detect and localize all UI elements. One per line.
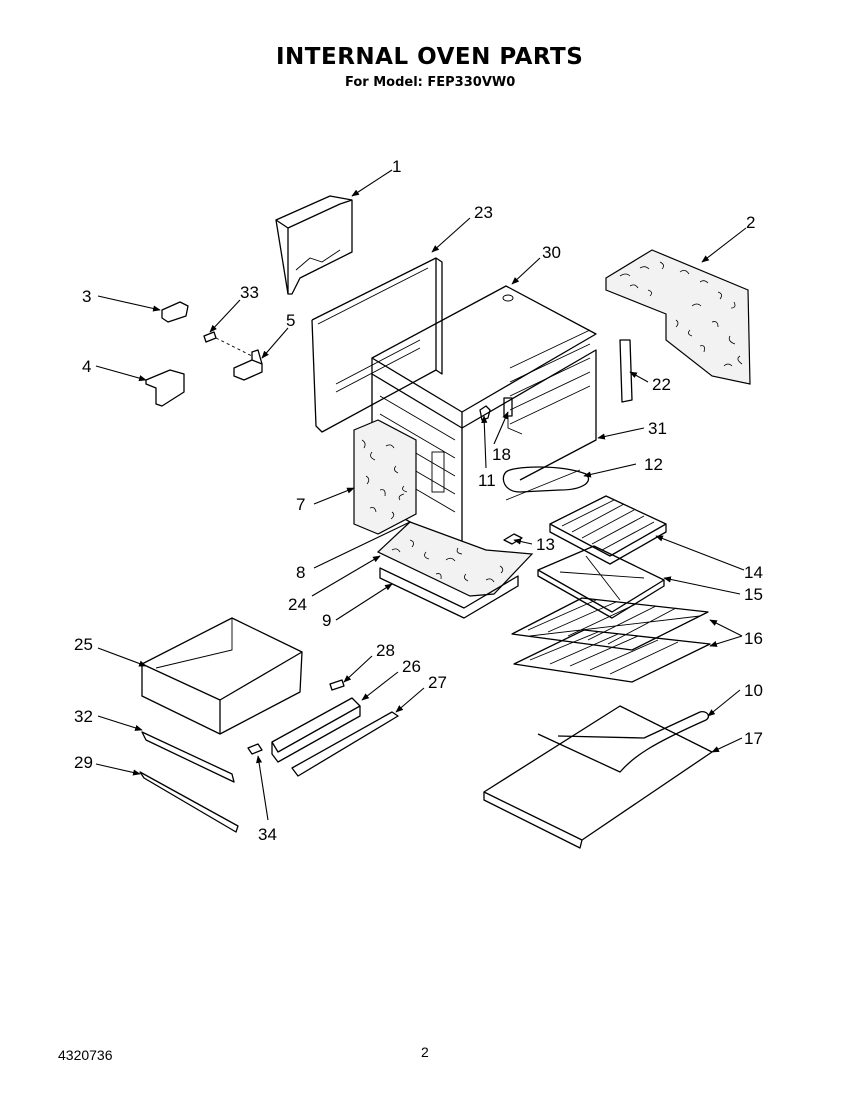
callout-28: 28: [376, 641, 395, 660]
callout-14: 14: [744, 563, 763, 582]
part-9-bottom-panel: [379, 567, 519, 619]
part-32-rail: [141, 731, 235, 783]
callout-12: 12: [644, 455, 663, 474]
callout-27: 27: [428, 673, 447, 692]
part-10-broil-element: [537, 710, 710, 773]
part-25-drawer: [141, 617, 303, 735]
part-27-rail: [291, 711, 399, 777]
callout-labels: 1 23 30 2 3 33 5 4 22 31 18 11 12 7 8 13…: [74, 157, 763, 844]
part-15-broil-pan: [537, 545, 665, 619]
part-23-side-panel: [311, 257, 443, 433]
callout-13: 13: [536, 535, 555, 554]
callout-10: 10: [744, 681, 763, 700]
part-33-screw: [203, 331, 253, 357]
callout-16: 16: [744, 629, 763, 648]
document-number: 4320736: [58, 1047, 113, 1063]
page-number: 2: [421, 1044, 429, 1060]
callout-1: 1: [392, 157, 401, 176]
callout-3: 3: [82, 287, 91, 306]
callout-9: 9: [322, 611, 331, 630]
part-14-broil-grid: [549, 495, 667, 565]
callout-8: 8: [296, 563, 305, 582]
callout-32: 32: [74, 707, 93, 726]
part-16-racks: [511, 597, 711, 683]
callout-17: 17: [744, 729, 763, 748]
part-5-bracket: [233, 349, 263, 381]
callout-22: 22: [652, 375, 671, 394]
part-24-bottom-insulation: [376, 521, 534, 597]
leader-lines: [95, 169, 747, 821]
page-title: INTERNAL OVEN PARTS: [276, 44, 584, 70]
callout-25: 25: [74, 635, 93, 654]
part-26-panel: [271, 697, 361, 763]
callout-7: 7: [296, 495, 305, 514]
callout-5: 5: [286, 311, 295, 330]
callout-31: 31: [648, 419, 667, 438]
part-28-screw: [329, 679, 345, 691]
callout-30: 30: [542, 243, 561, 262]
callout-34: 34: [258, 825, 277, 844]
callout-11: 11: [478, 471, 496, 490]
part-12-element: [502, 466, 590, 501]
callout-4: 4: [82, 357, 91, 376]
model-subtitle: For Model: FEP330VW0: [345, 75, 516, 90]
part-7-side-insulation: [353, 419, 417, 535]
part-3-clip: [161, 301, 189, 323]
callout-33: 33: [240, 283, 259, 302]
part-29-rail: [139, 771, 239, 833]
part-30-oven-top: [371, 285, 597, 429]
callout-29: 29: [74, 753, 93, 772]
part-4-bracket: [145, 369, 185, 407]
callout-15: 15: [744, 585, 763, 604]
callout-26: 26: [402, 657, 421, 676]
callout-24: 24: [288, 595, 307, 614]
part-17-tray: [483, 705, 713, 849]
part-2-insulation: [605, 249, 751, 385]
part-13-bracket: [503, 533, 523, 545]
callout-2: 2: [746, 213, 755, 232]
part-1-shield: [275, 195, 353, 295]
part-22-strip: [619, 339, 633, 403]
callout-23: 23: [474, 203, 493, 222]
callout-18: 18: [492, 445, 511, 464]
part-34-screw: [247, 743, 263, 755]
